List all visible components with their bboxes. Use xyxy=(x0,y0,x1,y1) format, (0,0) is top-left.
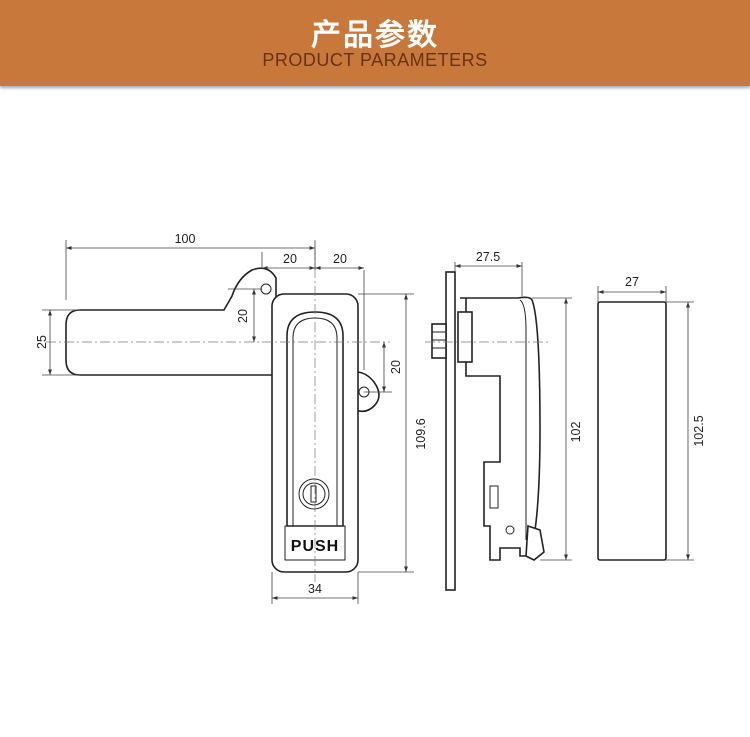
dim-ear-height-right: 20 xyxy=(389,360,403,374)
dim-body-height: 109.6 xyxy=(414,418,428,449)
side-cylinder-cap xyxy=(431,323,447,359)
key-cylinder-inner xyxy=(302,482,326,506)
dim-end-height: 102.5 xyxy=(692,415,706,446)
header-banner: 产品参数 PRODUCT PARAMETERS xyxy=(0,0,750,86)
side-front-curve xyxy=(519,299,527,540)
side-cylinder xyxy=(457,311,473,363)
dim-ear-height-left: 20 xyxy=(236,309,250,323)
dim-total-width: 100 xyxy=(175,232,196,246)
dim-body-width: 34 xyxy=(308,582,322,596)
dim-side-height: 102 xyxy=(569,422,583,443)
dim-offset-right: 20 xyxy=(333,252,347,266)
header-title-cn: 产品参数 xyxy=(311,18,439,53)
side-hole xyxy=(505,525,515,535)
dim-side-depth: 27.5 xyxy=(476,250,500,264)
end-block xyxy=(597,301,667,561)
key-cylinder xyxy=(298,478,330,510)
end-view: 27 102.5 xyxy=(597,275,706,561)
dim-end-width: 27 xyxy=(625,275,639,289)
mounting-panel xyxy=(445,271,456,591)
keyhole xyxy=(310,485,317,503)
side-latch-tongue xyxy=(525,524,545,561)
push-label: PUSH xyxy=(291,538,339,555)
side-view: 27.5 102 xyxy=(425,250,583,591)
side-body xyxy=(460,296,541,561)
dim-offset-left: 20 xyxy=(283,252,297,266)
front-view: PUSH 100 20 20 20 20 25 109.6 xyxy=(35,232,428,604)
header-title-en: PRODUCT PARAMETERS xyxy=(262,50,488,70)
dim-handle-height: 25 xyxy=(35,335,49,349)
side-slot xyxy=(489,485,499,509)
